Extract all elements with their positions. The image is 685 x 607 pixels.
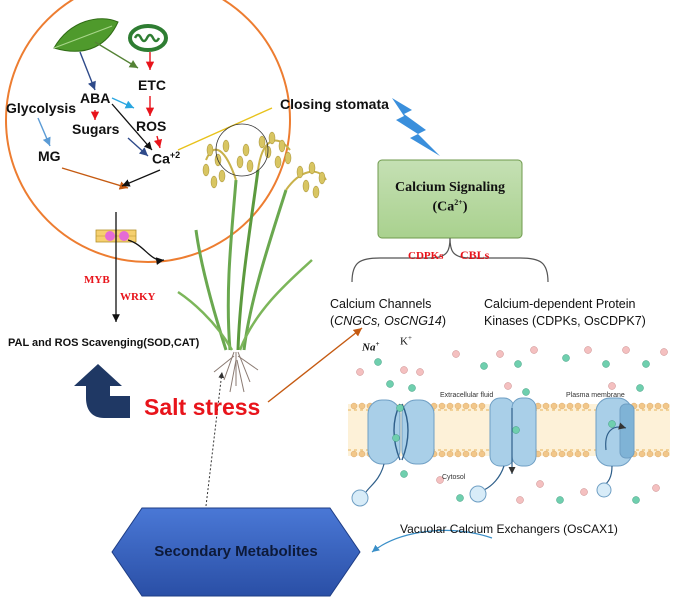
arrow-aba-ca [111,103,153,151]
calcium-channel-protein [351,399,435,507]
potassium-text: K [400,335,408,348]
arrow-ca-stomata [177,107,273,151]
cdpks-branch-label: CDPKs [408,250,444,262]
arrow-sugars-ca [127,137,149,157]
aba-label: ABA [80,90,111,106]
pal-ros-scavenging-label: PAL and ROS Scavenging(SOD,CAT) [8,337,200,349]
arrow-aba-ros [111,97,135,109]
arrow-mg-down [61,167,129,190]
calcium-pump-protein [595,397,635,498]
arrow-exchangers-metabolites [371,529,493,553]
calcium-channels-examples: (CNGCs, OsCNG14) [330,314,446,328]
cbls-branch-label: CBLs [460,248,490,262]
mitochondria-icon [128,24,168,52]
sodium-text: Na [362,341,376,354]
ion-particles [356,346,668,504]
arrow-leaf-etc [94,41,139,69]
calcium-ion-label: Ca+2 [152,150,180,167]
ros-label: ROS [136,118,167,134]
vacuolar-exchangers-label: Vacuolar Calcium Exchangers (OsCAX1) [400,522,618,536]
arrow-ca-down [121,169,161,187]
calcium-exchanger-protein [469,397,537,503]
calcium-channels-title: Calcium Channels [330,297,432,311]
plasma-membrane-label: Plasma membrane [566,392,625,399]
branch-bracket [351,237,549,283]
arrow-ros-ca [153,135,163,149]
extracellular-fluid-label: Extracellular fluid [440,392,494,399]
mg-label: MG [38,148,61,164]
channels-paren-close: ) [441,314,446,328]
etc-label: ETC [138,77,166,93]
dark-curved-arrow [74,364,130,418]
calcium-signaling-subtitle: (Ca2+) [378,198,522,216]
sodium-ion-label: Na+ [362,340,379,354]
kinases-examples: Kinases (CDPKs, OsCDPK7) [484,314,646,328]
salt-stress-label: Salt stress [144,394,261,420]
secondary-metabolites-label: Secondary Metabolites [154,543,318,560]
glycolysis-label: Glycolysis [6,100,77,116]
calcium-signaling-title: Calcium Signaling [394,180,506,195]
calcium-paren-close: ) [462,199,468,215]
lightning-bolt-icon [392,98,440,156]
channels-genes: CNGCs, OsCNG14 [334,314,442,328]
myb-label: MYB [84,274,110,286]
secondary-metabolites-hexagon [111,507,361,597]
kinases-title: Calcium-dependent Protein [484,297,636,311]
cytosol-label: Cytosol [442,474,466,481]
potassium-charge: + [407,334,412,342]
membrane-illustration [348,346,670,507]
wrky-label: WRKY [120,291,156,303]
leaf-icon [53,18,119,52]
calcium-charge: 2+ [454,198,463,207]
rice-plant-illustration [177,123,327,393]
arrow-leaf-aba [79,51,96,91]
closing-stomata-label: Closing stomata [280,96,389,112]
arrow-glycolysis-mg [37,117,51,147]
channels-paren-open: ( [330,314,335,328]
calcium-paren-open: (Ca [432,199,455,215]
dotted-link [205,371,225,507]
sodium-charge: + [375,340,380,348]
sugars-label: Sugars [72,121,120,137]
potassium-ion-label: K+ [400,334,412,348]
calcium-ion-text: Ca [152,150,170,167]
arrow-plant-channels [267,327,363,403]
pathway-circle [5,0,291,263]
calcium-ion-charge: +2 [169,150,181,160]
